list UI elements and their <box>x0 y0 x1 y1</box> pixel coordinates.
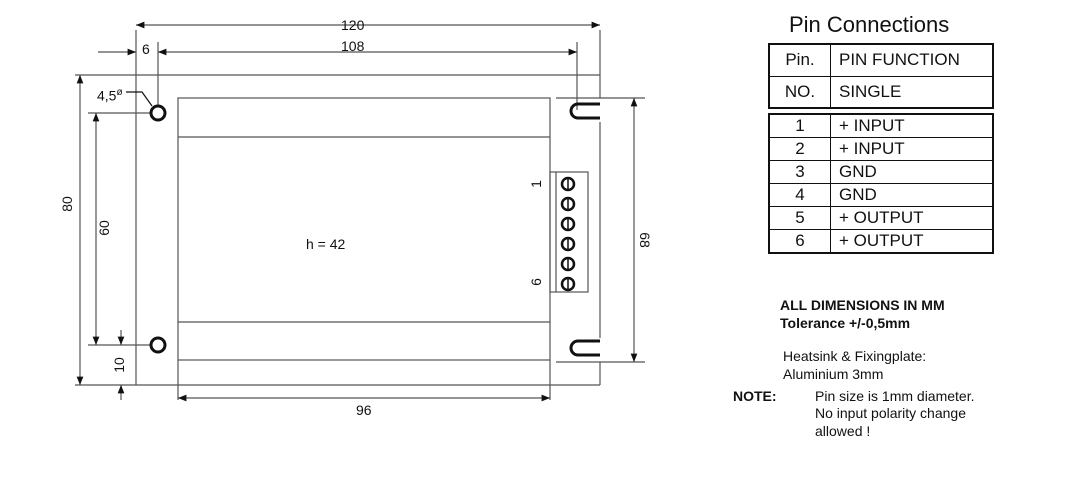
hole-diameter-label: 4,5ø <box>97 85 123 104</box>
material-note-1: Heatsink & Fixingplate: <box>783 348 927 364</box>
material-note-2: Aluminium 3mm <box>783 366 884 382</box>
pin-1 <box>560 176 576 192</box>
pin-table-title: Pin Connections <box>789 12 950 37</box>
mounting-hole-top <box>149 104 167 122</box>
mounting-slot-bottom <box>569 339 600 357</box>
pin-number: 5 <box>768 206 831 230</box>
pin-3 <box>560 216 576 232</box>
mounting-slot-top <box>569 102 600 120</box>
header-no: NO. <box>768 75 831 109</box>
header-function: PIN FUNCTION <box>830 43 994 77</box>
pin-function: + OUTPUT <box>830 229 994 254</box>
note-line-3: allowed ! <box>815 423 871 439</box>
pin-6 <box>560 276 576 292</box>
dim-68-label: 68 <box>636 232 653 248</box>
pin-6-label: 6 <box>527 278 544 286</box>
dimensions-note: ALL DIMENSIONS IN MM <box>780 297 945 313</box>
table-row: 1+ INPUT <box>768 113 994 138</box>
dim-80-label: 80 <box>58 196 75 212</box>
table-row: 6+ OUTPUT <box>768 229 994 254</box>
pin-number: 2 <box>768 137 831 161</box>
pin-1-label: 1 <box>527 180 544 188</box>
pin-function: + INPUT <box>830 137 994 161</box>
mechanical-drawing <box>75 21 645 402</box>
terminal-block <box>549 171 589 293</box>
note-line-1: Pin size is 1mm diameter. <box>815 388 975 404</box>
dim-108-label: 108 <box>341 38 365 54</box>
pin-number: 6 <box>768 229 831 254</box>
header-single: SINGLE <box>830 75 994 109</box>
height-label: h = 42 <box>306 236 346 252</box>
dim-10-label: 10 <box>110 357 127 373</box>
dim-96-label: 96 <box>356 402 372 418</box>
tolerance-note: Tolerance +/-0,5mm <box>780 315 911 331</box>
header-pin: Pin. <box>768 43 831 77</box>
pin-function: GND <box>830 183 994 207</box>
pin-function: + OUTPUT <box>830 206 994 230</box>
pin-number: 4 <box>768 183 831 207</box>
note-label: NOTE: <box>733 388 777 404</box>
diameter-symbol: ø <box>116 87 123 98</box>
pin-number: 1 <box>768 113 831 138</box>
pin-function: GND <box>830 160 994 184</box>
pin-table-header: Pin.PIN FUNCTION NO.SINGLE <box>768 43 994 109</box>
note-line-2: No input polarity change <box>815 405 966 421</box>
hole-diameter-value: 4,5 <box>97 87 117 104</box>
pin-function: + INPUT <box>830 113 994 138</box>
table-row: 5+ OUTPUT <box>768 206 994 230</box>
mounting-hole-bottom <box>149 336 167 354</box>
pin-4 <box>560 236 576 252</box>
heatsink <box>177 97 551 400</box>
base-plate <box>75 30 601 386</box>
table-row: 2+ INPUT <box>768 137 994 161</box>
dim-60-label: 60 <box>95 220 112 236</box>
pin-5 <box>560 256 576 272</box>
terminal-pins <box>560 176 576 292</box>
pin-2 <box>560 196 576 212</box>
dim-6-label: 6 <box>142 41 150 57</box>
dim-120-label: 120 <box>341 17 365 33</box>
pin-number: 3 <box>768 160 831 184</box>
